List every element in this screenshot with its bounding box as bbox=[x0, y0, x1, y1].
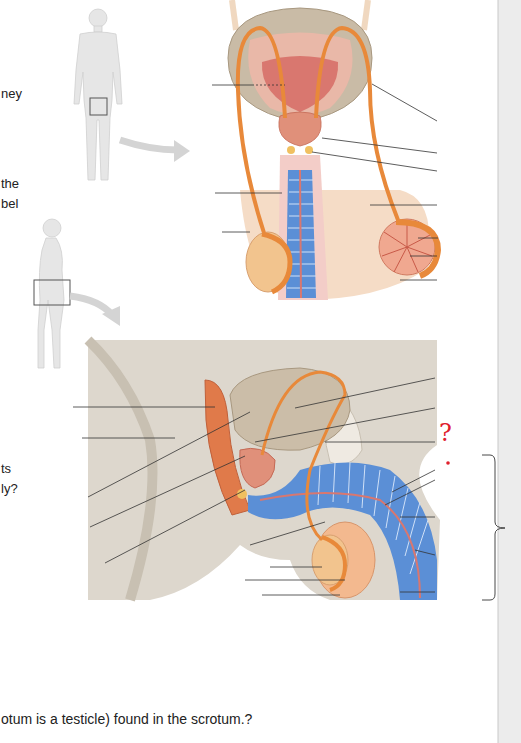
side-panel bbox=[498, 0, 521, 743]
panel-border bbox=[498, 0, 499, 743]
text-fragment: ly? bbox=[1, 481, 18, 497]
text-fragment: ney bbox=[1, 86, 22, 102]
handwritten-dot bbox=[446, 461, 450, 465]
front-anatomy bbox=[228, 0, 438, 300]
text-fragment: the bbox=[1, 176, 19, 192]
zoom-arrow bbox=[70, 296, 112, 315]
text-fragment: bel bbox=[1, 196, 18, 212]
question-text: otum is a testicle) found in the scrotum… bbox=[1, 711, 252, 727]
zoom-arrow bbox=[120, 140, 178, 150]
sagittal-anatomy bbox=[88, 340, 440, 600]
leader-lines bbox=[212, 84, 438, 280]
focus-box bbox=[34, 280, 70, 305]
zoom-arrowhead bbox=[102, 306, 120, 326]
zoom-arrowhead bbox=[174, 140, 190, 162]
leader-lines bbox=[73, 378, 435, 595]
front-figure bbox=[74, 9, 122, 180]
side-figure bbox=[38, 219, 64, 368]
focus-box bbox=[90, 98, 107, 115]
handwritten-mark: ? bbox=[439, 420, 452, 446]
bracket bbox=[482, 455, 505, 600]
text-fragment: ts bbox=[1, 461, 11, 477]
